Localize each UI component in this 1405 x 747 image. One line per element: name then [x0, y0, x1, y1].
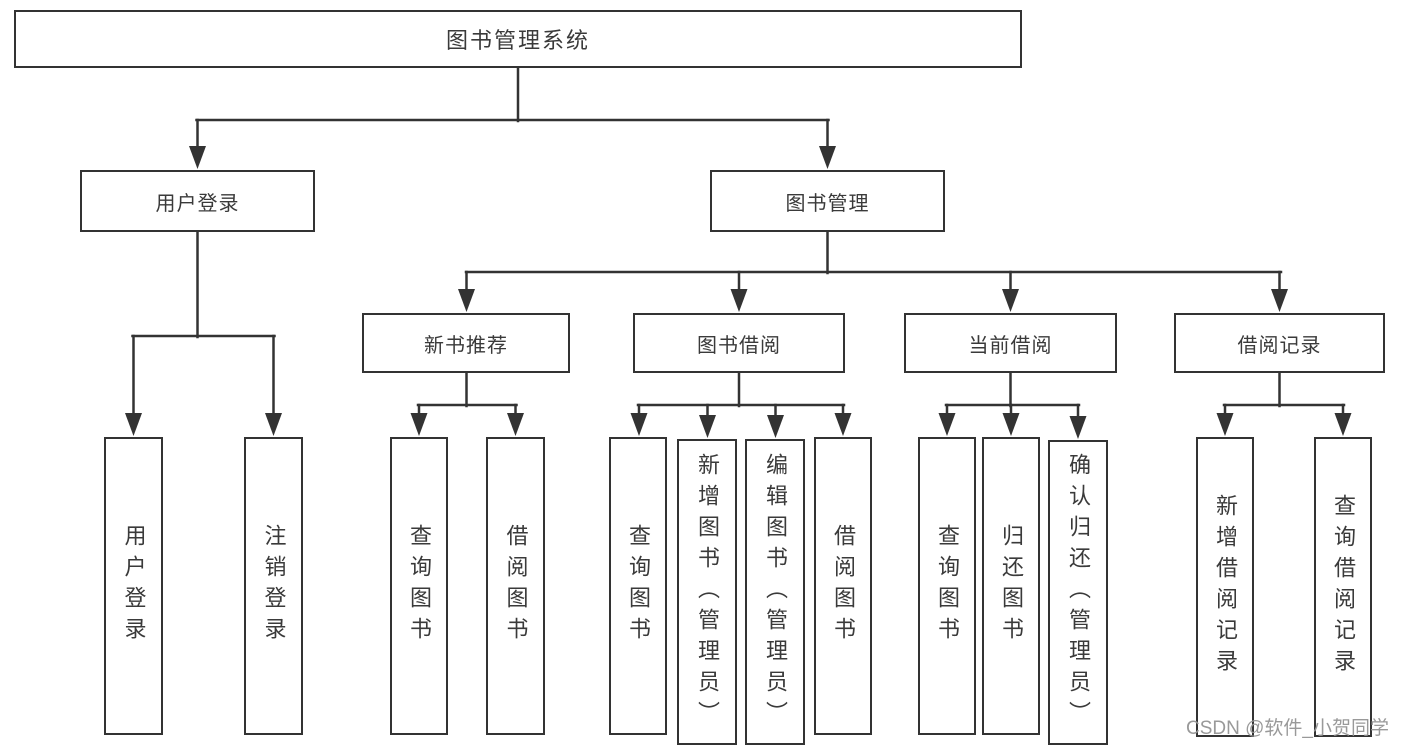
leaf-query-borrow-record: 查询借阅记录 — [1314, 437, 1372, 737]
node-library-management-system: 图书管理系统 — [14, 10, 1022, 68]
node-borrowing-records: 借阅记录 — [1174, 313, 1385, 373]
leaf-edit-books-admin: 编辑图书（管理员） — [745, 439, 805, 745]
node-book-borrowing: 图书借阅 — [633, 313, 845, 373]
leaf-borrow-books-borrowing: 借阅图书 — [814, 437, 872, 735]
node-new-book-recommendation: 新书推荐 — [362, 313, 570, 373]
csdn-watermark: CSDN @软件_小贺同学 — [1186, 718, 1389, 739]
leaf-user-login: 用户登录 — [104, 437, 163, 735]
leaf-confirm-return-admin: 确认归还（管理员） — [1048, 440, 1108, 745]
leaf-logout: 注销登录 — [244, 437, 303, 735]
leaf-borrow-books-recommend: 借阅图书 — [486, 437, 545, 735]
node-user-login: 用户登录 — [80, 170, 315, 232]
leaf-query-books-recommend: 查询图书 — [390, 437, 448, 735]
leaf-add-books-admin: 新增图书（管理员） — [677, 439, 737, 745]
node-book-management: 图书管理 — [710, 170, 945, 232]
leaf-add-borrow-record: 新增借阅记录 — [1196, 437, 1254, 737]
leaf-query-books-current: 查询图书 — [918, 437, 976, 735]
leaf-query-books-borrowing: 查询图书 — [609, 437, 667, 735]
node-current-borrowing: 当前借阅 — [904, 313, 1117, 373]
leaf-return-books: 归还图书 — [982, 437, 1040, 735]
